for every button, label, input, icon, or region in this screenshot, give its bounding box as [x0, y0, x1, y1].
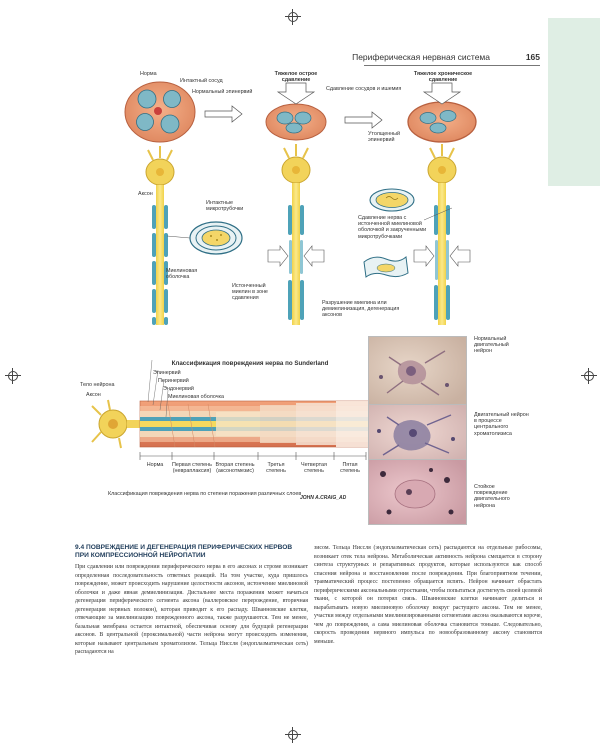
sunderland-degree-4: Четвертая степень	[301, 462, 327, 475]
label-norm: Норма	[140, 71, 157, 77]
chapter-side-tab	[548, 18, 600, 186]
body-column-right: зисом. Тельца Ниссля (эндоплазматическая…	[314, 545, 542, 645]
label-vessel-compression: Сдавление сосудов и ишемия	[326, 86, 402, 92]
sunderland-degree-0: Норма	[146, 462, 164, 468]
running-header-title: Периферическая нервная система	[352, 52, 490, 62]
sunderland-title: Классификация повреждения нерва по Sunde…	[171, 360, 329, 367]
sunderland-caption: Классификация повреждения нерва по степе…	[108, 491, 302, 497]
sunderland-layer-1: Перинервий	[158, 378, 189, 384]
label-intact-microtubules: Интактные микротрубочки	[206, 200, 244, 213]
label-axon: Аксон	[138, 191, 153, 197]
arrow-right-2	[344, 111, 383, 129]
normal-axon-column	[145, 146, 243, 325]
acute-axon-column	[267, 144, 325, 325]
arrow-right-1	[204, 105, 243, 123]
micrograph-label-chromatolysis: Двигательный нейрон в процессе центральн…	[474, 412, 529, 437]
sunderland-layer-0: Эпинервий	[153, 370, 181, 376]
sunderland-label-neuron-body: Тело нейрона	[80, 382, 115, 388]
registration-mark-bottom	[285, 727, 301, 743]
label-intact-vessel: Интактный сосуд	[180, 78, 223, 84]
registration-mark-top	[285, 9, 301, 25]
sunderland-degree-1: Первая степень (невраплаксия)	[172, 462, 212, 475]
sunderland-degree-5: Пятая степень	[340, 462, 360, 475]
body-column-left: При сдавлении или повреждении перифериче…	[75, 564, 308, 655]
section-number: 9.4	[75, 544, 85, 551]
registration-mark-left	[5, 368, 21, 384]
micrograph-normal-image	[369, 337, 466, 404]
chronic-compression-cross-section	[407, 82, 477, 143]
micrograph-normal-neuron	[368, 336, 467, 405]
micrograph-label-normal: Нормальный двигательный нейрон	[474, 336, 509, 355]
chronic-axon-column	[363, 144, 471, 325]
sunderland-diagram	[91, 359, 371, 460]
registration-mark-right	[581, 368, 597, 384]
label-nerve-compression: Сдавление нерва с истонченной миелиновой…	[358, 215, 427, 240]
running-header: Периферическая нервная система 165	[0, 52, 540, 68]
sunderland-degree-3: Третья степень	[266, 462, 286, 475]
section-title: ПОВРЕЖДЕНИЕ И ДЕГЕНЕРАЦИЯ ПЕРИФЕРИЧЕСКИХ…	[75, 544, 293, 559]
illustrator-signature: JOHN A.CRAIG_AD	[300, 495, 347, 501]
label-thickened-epineurium: Утолщенный эпинервий	[368, 131, 401, 144]
section-heading: 9.4 ПОВРЕЖДЕНИЕ И ДЕГЕНЕРАЦИЯ ПЕРИФЕРИЧЕ…	[75, 544, 307, 560]
header-rule	[364, 65, 540, 66]
micrograph-persistent-damage	[368, 459, 467, 525]
micrograph-persistent-image	[369, 460, 466, 524]
micrograph-chromatolysis	[368, 404, 467, 460]
label-severe-chronic: Тяжелое хроническое сдавление	[413, 71, 473, 84]
sunderland-layer-3: Миелиновая оболочка	[168, 394, 225, 400]
label-thinned-myelin: Истонченный миелин в зоне сдавления	[232, 283, 268, 302]
sunderland-layer-2: Эндонервий	[163, 386, 194, 392]
micrograph-chromatolysis-image	[369, 405, 466, 459]
acute-compression-cross-section	[265, 82, 327, 141]
label-normal-epineurium: Нормальный эпинервий	[192, 89, 253, 95]
label-myelin-destruction: Разрушение миелина или демиелинизация, д…	[322, 300, 400, 319]
normal-nerve-cross-section	[124, 81, 196, 143]
label-severe-acute: Тяжелое острое сдавление	[274, 71, 318, 84]
page-number: 165	[525, 52, 540, 62]
label-myelin-sheath: Миелиновая оболочка	[166, 268, 198, 281]
figure-illustration	[91, 81, 477, 460]
micrograph-label-persistent: Стойкое повреждение двигательного нейрон…	[474, 484, 510, 509]
sunderland-degree-2: Вторая степень (аксонотмезис)	[215, 462, 255, 475]
sunderland-label-axon: Аксон	[86, 392, 101, 398]
